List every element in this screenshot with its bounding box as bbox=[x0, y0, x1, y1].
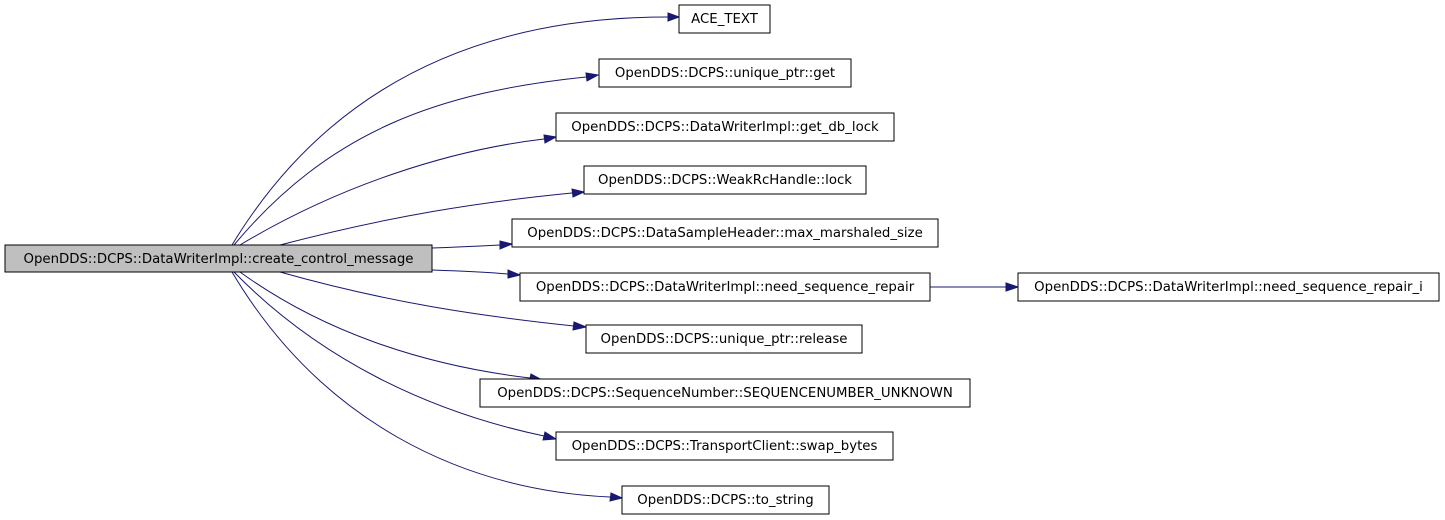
arrow-unique-ptr-release bbox=[572, 321, 588, 331]
edge-to-ace-text bbox=[231, 16, 669, 246]
edge-to-to-string bbox=[231, 271, 611, 498]
node-box bbox=[678, 4, 771, 34]
node-box bbox=[1017, 272, 1440, 302]
arrow-need-sequence-repair bbox=[507, 269, 522, 279]
edge-to-get-db-lock bbox=[239, 138, 545, 246]
arrow-max-marshaled-size bbox=[499, 240, 514, 250]
node-box bbox=[598, 58, 852, 88]
node-label: OpenDDS::DCPS::DataWriterImpl::get_db_lo… bbox=[571, 120, 879, 135]
edge-to-weakrchandle-lock bbox=[279, 192, 573, 246]
node-box bbox=[555, 112, 895, 142]
node-box bbox=[4, 244, 433, 273]
node-create-control-message[interactable]: OpenDDS::DCPS::DataWriterImpl::create_co… bbox=[4, 244, 433, 273]
node-label: OpenDDS::DCPS::TransportClient::swap_byt… bbox=[572, 439, 878, 454]
arrow-unique-ptr-get bbox=[585, 72, 600, 82]
node-sequencenumber-unknown[interactable]: OpenDDS::DCPS::SequenceNumber::SEQUENCEN… bbox=[479, 378, 971, 408]
arrow-to-string bbox=[609, 492, 624, 502]
node-label: OpenDDS::DCPS::unique_ptr::release bbox=[601, 332, 848, 347]
node-label: OpenDDS::DCPS::DataWriterImpl::need_sequ… bbox=[1034, 280, 1423, 295]
node-to-string[interactable]: OpenDDS::DCPS::to_string bbox=[621, 485, 830, 515]
arrowheads bbox=[499, 12, 1020, 502]
node-box bbox=[555, 431, 894, 461]
edge-to-unique-ptr-release bbox=[279, 271, 575, 327]
node-label: OpenDDS::DCPS::unique_ptr::get bbox=[615, 66, 835, 81]
node-label: OpenDDS::DCPS::WeakRcHandle::lock bbox=[598, 173, 852, 188]
node-box bbox=[583, 165, 867, 195]
edge-to-max-marshaled-size bbox=[431, 244, 501, 249]
node-need-sequence-repair-i[interactable]: OpenDDS::DCPS::DataWriterImpl::need_sequ… bbox=[1017, 272, 1440, 302]
edge-to-swap-bytes bbox=[233, 271, 545, 437]
node-ace-text[interactable]: ACE_TEXT bbox=[678, 4, 771, 34]
node-label: OpenDDS::DCPS::to_string bbox=[637, 493, 814, 508]
edge-to-need-sequence-repair bbox=[431, 269, 509, 275]
node-box bbox=[585, 324, 863, 354]
node-max-marshaled-size[interactable]: OpenDDS::DCPS::DataSampleHeader::max_mar… bbox=[511, 218, 939, 248]
node-label: OpenDDS::DCPS::DataSampleHeader::max_mar… bbox=[527, 226, 923, 241]
node-box bbox=[621, 485, 830, 515]
node-swap-bytes[interactable]: OpenDDS::DCPS::TransportClient::swap_byt… bbox=[555, 431, 894, 461]
arrow-get-db-lock bbox=[543, 134, 558, 144]
arrow-need-sequence-repair-i bbox=[1005, 282, 1020, 292]
arrow-ace-text bbox=[667, 12, 681, 22]
edge-to-sequencenumber-unknown bbox=[239, 271, 531, 379]
edge-to-unique-ptr-get bbox=[233, 76, 587, 246]
node-label: ACE_TEXT bbox=[691, 12, 759, 27]
node-box bbox=[511, 218, 939, 248]
node-label: OpenDDS::DCPS::DataWriterImpl::need_sequ… bbox=[536, 280, 915, 295]
edges bbox=[231, 16, 1006, 498]
node-unique-ptr-get[interactable]: OpenDDS::DCPS::unique_ptr::get bbox=[598, 58, 852, 88]
arrow-swap-bytes bbox=[542, 431, 558, 441]
node-box bbox=[479, 378, 971, 408]
arrow-weakrchandle-lock bbox=[571, 188, 586, 198]
node-label: OpenDDS::DCPS::DataWriterImpl::create_co… bbox=[24, 252, 414, 267]
node-weakrchandle-lock[interactable]: OpenDDS::DCPS::WeakRcHandle::lock bbox=[583, 165, 867, 195]
node-need-sequence-repair[interactable]: OpenDDS::DCPS::DataWriterImpl::need_sequ… bbox=[519, 272, 931, 302]
node-get-db-lock[interactable]: OpenDDS::DCPS::DataWriterImpl::get_db_lo… bbox=[555, 112, 895, 142]
node-unique-ptr-release[interactable]: OpenDDS::DCPS::unique_ptr::release bbox=[585, 324, 863, 354]
node-box bbox=[519, 272, 931, 302]
node-label: OpenDDS::DCPS::SequenceNumber::SEQUENCEN… bbox=[497, 386, 953, 401]
